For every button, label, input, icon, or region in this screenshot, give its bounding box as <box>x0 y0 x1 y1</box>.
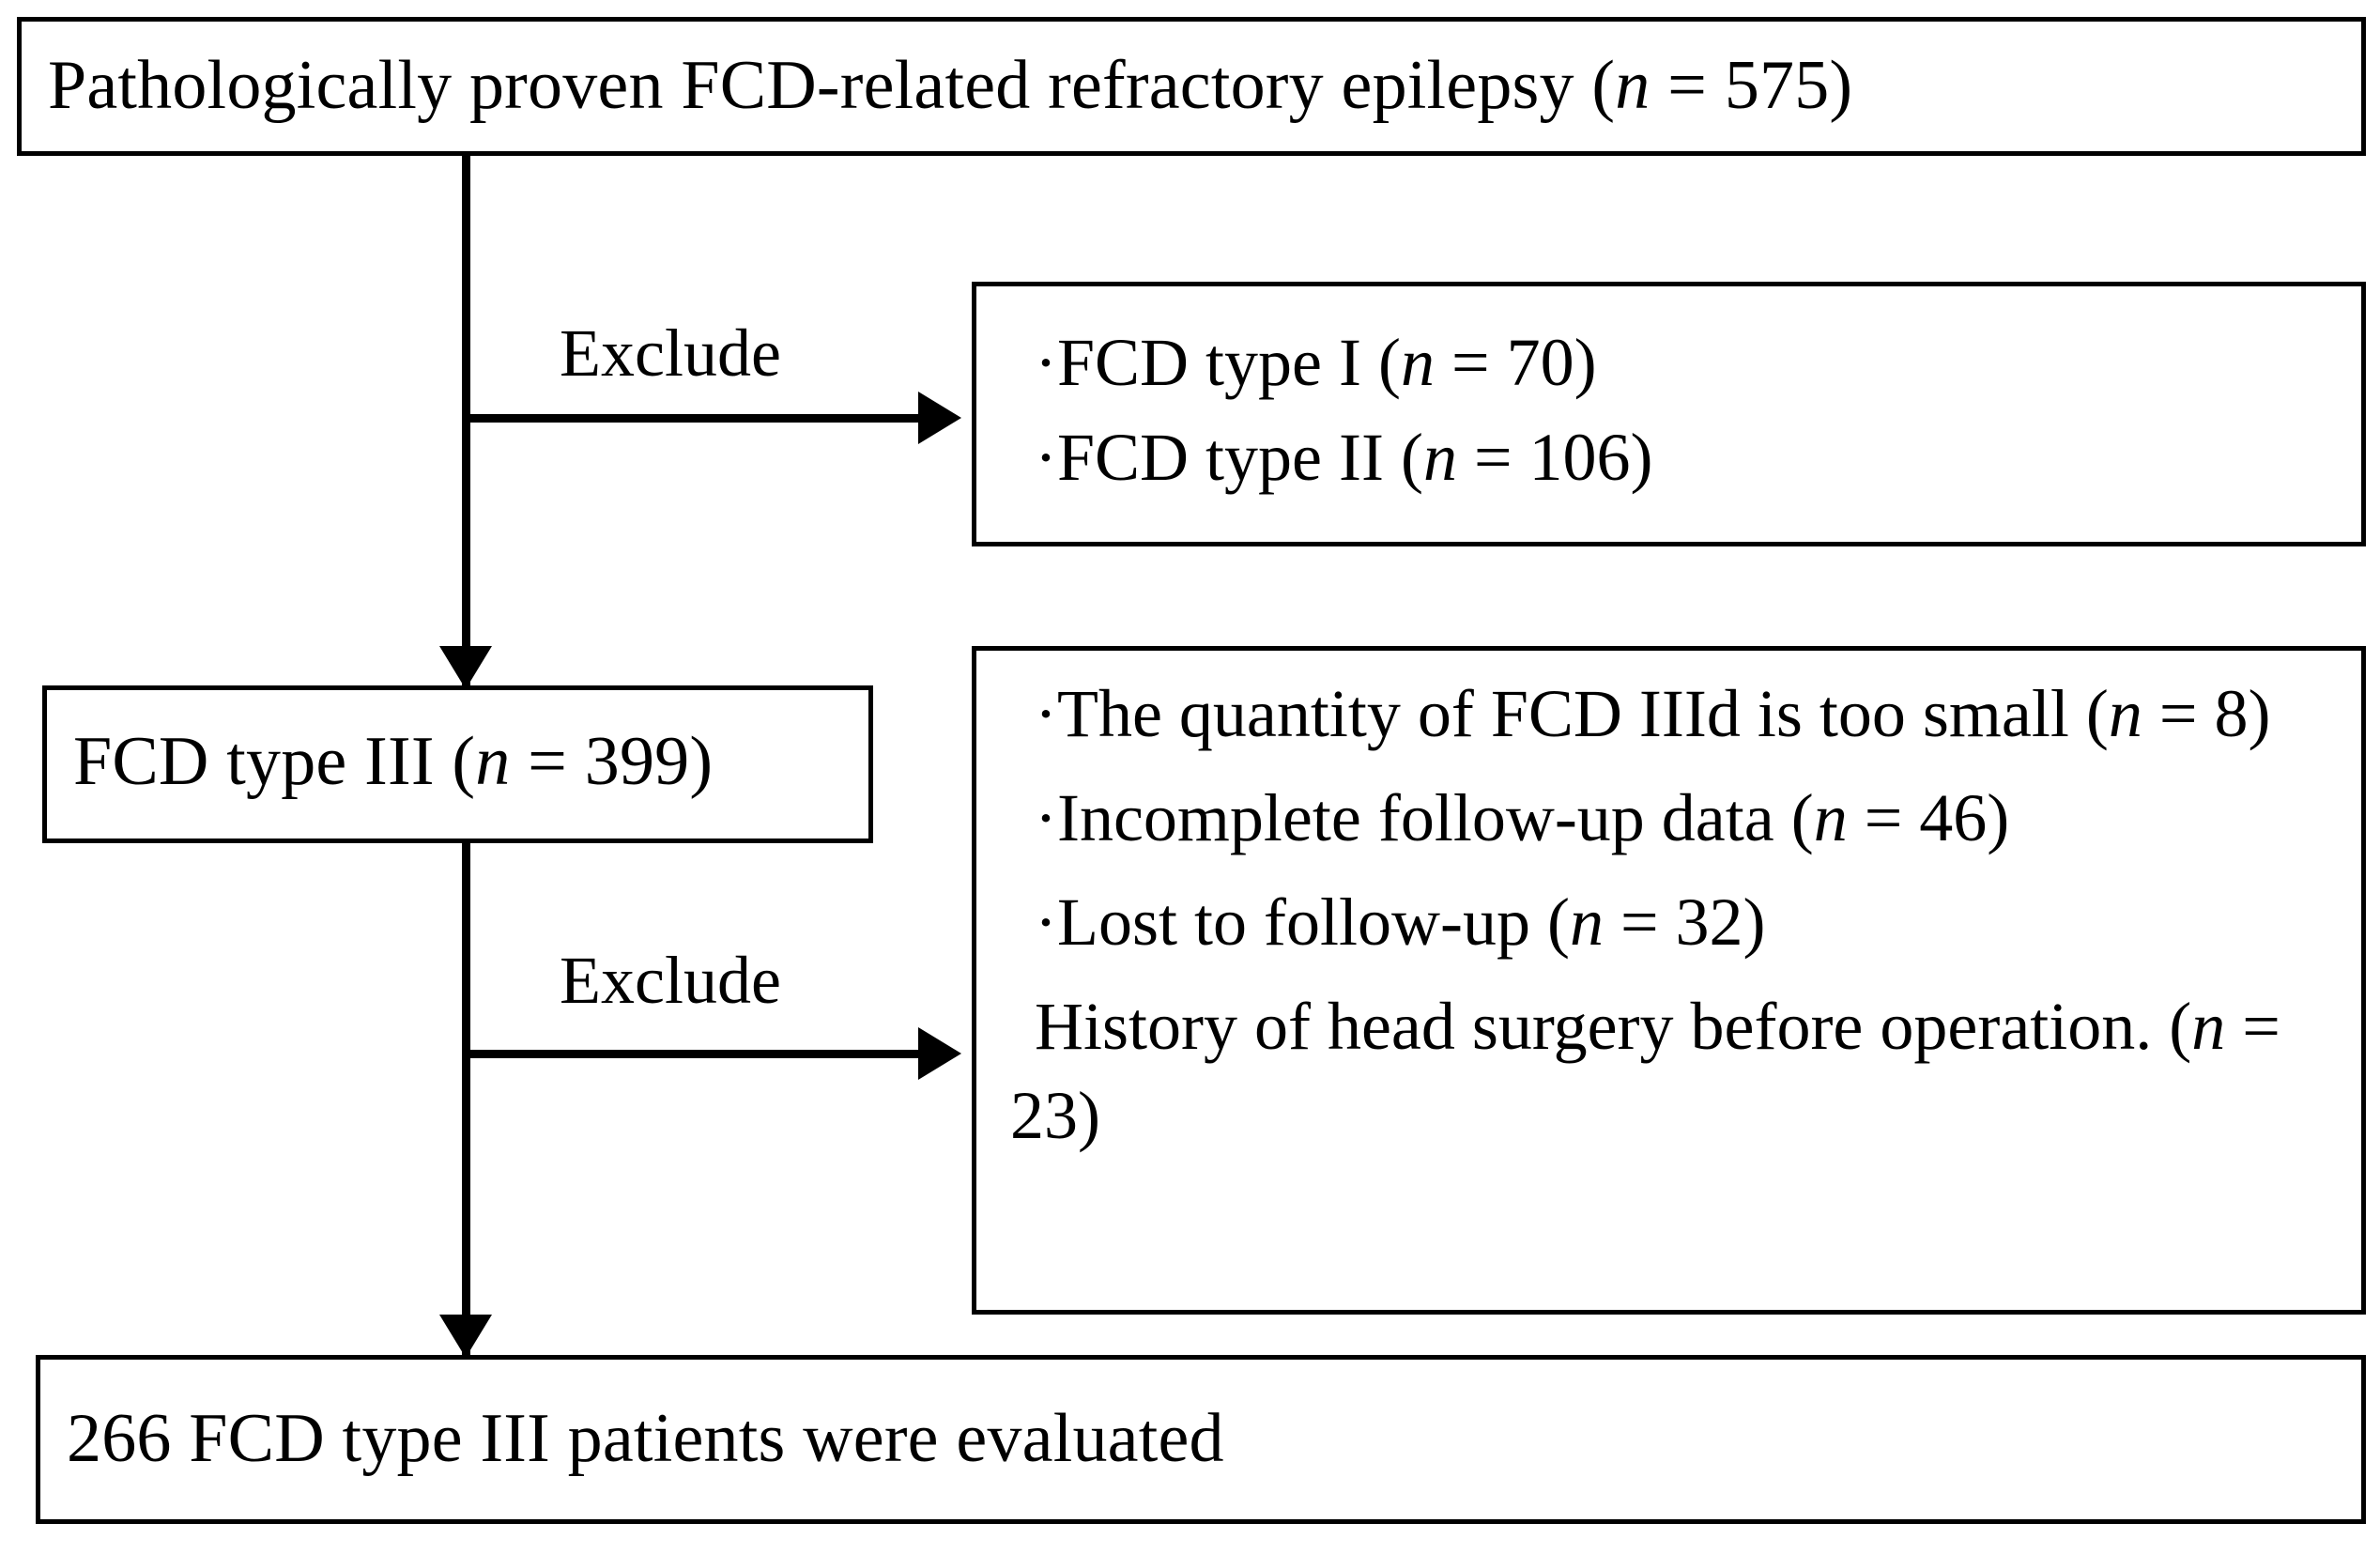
exclusion-item-n-symbol: n <box>2191 989 2226 1065</box>
node-total-cohort-text-after: = 575) <box>1650 47 1853 124</box>
exclusion-item: ·FCD type I (n = 70) <box>1010 318 2339 408</box>
node-final-cohort-text: 266 FCD type III patients were evaluated <box>67 1400 1224 1477</box>
node-fcd-type-iii-text: FCD type III (n = 399) <box>73 723 850 800</box>
exclusion-item-text-before: Incomplete follow-up data ( <box>1056 780 1814 856</box>
exclusion-item-n-symbol: n <box>1813 780 1848 856</box>
exclusion-list-1: ·FCD type I (n = 70) ·FCD type II (n = 1… <box>1010 318 2339 508</box>
exclusion-item-text-before: History of head surgery before operation… <box>1035 989 2192 1065</box>
node-total-cohort-n-symbol: n <box>1615 47 1651 124</box>
node-fcd-type-iii: FCD type III (n = 399) <box>42 685 873 843</box>
exclusion-item-text-before: Lost to follow-up ( <box>1056 885 1570 961</box>
connector-top-to-fcd3-arrowhead <box>439 646 492 689</box>
exclusion-item-text-before: FCD type II ( <box>1056 420 1423 496</box>
exclusion-item-text-after: = 70) <box>1434 325 1597 400</box>
node-fcd-type-iii-n-symbol: n <box>475 723 511 800</box>
exclusion-item: ·Lost to follow-up (n = 32) <box>1010 878 2339 967</box>
exclusion-item: ·The quantity of FCD IIId is too small (… <box>1010 669 2339 759</box>
exclusion-box-2: ·The quantity of FCD IIId is too small (… <box>972 646 2366 1315</box>
exclusion-item-n-symbol: n <box>1400 325 1435 400</box>
bullet-dot-icon: · <box>1035 676 1057 751</box>
connector-exclude-1-arrowhead <box>918 392 961 444</box>
node-total-cohort: Pathologically proven FCD-related refrac… <box>17 17 2366 156</box>
connector-fcd3-to-bottom-line <box>462 841 470 1363</box>
exclusion-item-n-symbol: n <box>1569 885 1604 961</box>
exclude-label-2: Exclude <box>560 943 781 1018</box>
connector-exclude-2-line <box>462 1050 922 1058</box>
exclusion-item-text-after: = 46) <box>1847 780 2010 856</box>
exclusion-item-text-after: = 32) <box>1603 885 1766 961</box>
bullet-dot-icon: · <box>1035 780 1057 856</box>
connector-exclude-1-line <box>462 414 922 423</box>
exclusion-item-text-after: = 106) <box>1456 420 1653 496</box>
exclusion-item: ·Incomplete follow-up data (n = 46) <box>1010 774 2339 863</box>
exclusion-list-2: ·The quantity of FCD IIId is too small (… <box>1010 669 2339 1176</box>
exclusion-item-text-after: = 23) <box>1010 989 2280 1154</box>
node-total-cohort-text-before: Pathologically proven FCD-related refrac… <box>48 47 1616 124</box>
exclusion-item-text-after: = 8) <box>2142 676 2271 751</box>
node-final-cohort: 266 FCD type III patients were evaluated <box>36 1355 2366 1524</box>
bullet-dot-icon: · <box>1035 885 1057 961</box>
connector-fcd3-to-bottom-arrowhead <box>439 1315 492 1358</box>
exclusion-box-1: ·FCD type I (n = 70) ·FCD type II (n = 1… <box>972 282 2366 546</box>
node-fcd-type-iii-text-before: FCD type III ( <box>73 723 476 800</box>
exclusion-item-text-before: FCD type I ( <box>1056 325 1401 400</box>
node-total-cohort-text: Pathologically proven FCD-related refrac… <box>48 47 2342 124</box>
exclusion-item: ·FCD type II (n = 106) <box>1010 413 2339 502</box>
exclude-label-1: Exclude <box>560 315 781 391</box>
exclusion-item: History of head surgery before operation… <box>1010 982 2339 1161</box>
bullet-dot-icon: · <box>1035 325 1057 400</box>
exclusion-item-n-symbol: n <box>1422 420 1457 496</box>
exclusion-item-n-symbol: n <box>2108 676 2142 751</box>
connector-exclude-2-arrowhead <box>918 1027 961 1080</box>
bullet-dot-icon: · <box>1035 420 1057 496</box>
exclusion-item-text-before: The quantity of FCD IIId is too small ( <box>1056 676 2109 751</box>
node-fcd-type-iii-text-after: = 399) <box>510 723 714 800</box>
